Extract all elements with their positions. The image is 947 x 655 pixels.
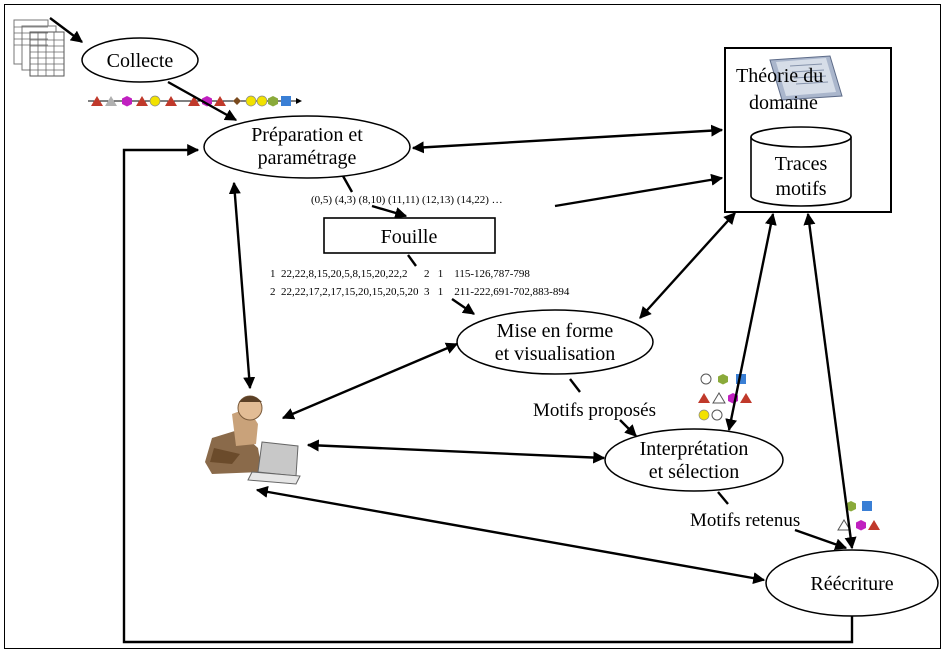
arrow-reecriture-theory [803, 212, 857, 550]
preparation-node: Préparation et paramétrage [203, 115, 411, 179]
traces-label-line2: motifs [775, 178, 826, 200]
line-fouille-to-patterns [407, 254, 417, 267]
fouille-node: Fouille [323, 217, 496, 254]
reecriture-label: Réécriture [810, 573, 893, 595]
preparation-label-line2: paramétrage [258, 147, 357, 169]
theory-label-line1: Théorie du [736, 65, 823, 87]
shape-motifs-icon [698, 373, 752, 421]
arrow-mise-theory [639, 212, 736, 319]
pattern-row-1: 1 22,22,8,15,20,5,8,15,20,22,2 2 1 115-1… [270, 268, 530, 280]
arrow-collecte-to-preparation [167, 80, 238, 122]
arrow-interpretation-theory [725, 212, 777, 432]
arrow-preparation-theory [411, 124, 724, 154]
mise-en-forme-node: Mise en forme et visualisation [456, 309, 654, 375]
arrow-sheets-to-collecte [49, 17, 83, 43]
line-preparation-to-intervals [341, 175, 354, 193]
fouille-label: Fouille [381, 226, 438, 248]
arrow-intervals-to-theory [554, 173, 724, 208]
line-mise-to-proposes [569, 378, 581, 393]
interpretation-label-line2: et sélection [649, 461, 740, 483]
person-at-computer-icon [205, 395, 301, 485]
arrow-preparation-user [228, 181, 256, 390]
theory-label-line2: domaine [749, 92, 818, 114]
book-icon [769, 55, 843, 101]
arrow-proposes-to-interpretation [619, 419, 637, 437]
interpretation-node: Interprétation et sélection [604, 428, 784, 492]
diagram-frame [4, 4, 941, 649]
mise-label-line2: et visualisation [495, 343, 616, 365]
arrow-patterns-to-mise [451, 298, 475, 315]
theory-box: Théorie du domaine Traces motifs [724, 47, 892, 213]
table-sheets-icon [13, 19, 65, 77]
retained-motifs-icon [837, 501, 880, 531]
line-interpretation-to-retenus [717, 491, 729, 505]
motifs-proposes-label: Motifs proposés [533, 400, 656, 421]
arrow-intervals-to-fouille [371, 204, 408, 219]
collecte-label: Collecte [107, 50, 174, 72]
reecriture-node: Réécriture [765, 549, 939, 617]
arrow-feedback-loop [122, 144, 854, 644]
traces-label-line1: Traces [775, 153, 828, 175]
pattern-row-2: 2 22,22,17,2,17,15,20,15,20,5,20 3 1 211… [270, 286, 570, 298]
arrow-user-interpretation [306, 439, 606, 464]
arrow-user-mise [281, 342, 459, 420]
mise-label-line1: Mise en forme [497, 320, 614, 342]
interpretation-label-line1: Interprétation [640, 438, 749, 460]
event-sequence-icon [88, 95, 302, 107]
database-cylinder-icon [750, 126, 852, 207]
preparation-label-line1: Préparation et [251, 124, 363, 146]
motifs-retenus-label: Motifs retenus [690, 510, 800, 531]
arrow-retenus-to-reecriture [794, 528, 848, 551]
intervals-text: (0,5) (4,3) (8,10) (11,11) (12,13) (14,2… [311, 194, 503, 206]
arrow-user-reecriture [255, 485, 766, 585]
collecte-node: Collecte [81, 37, 199, 83]
